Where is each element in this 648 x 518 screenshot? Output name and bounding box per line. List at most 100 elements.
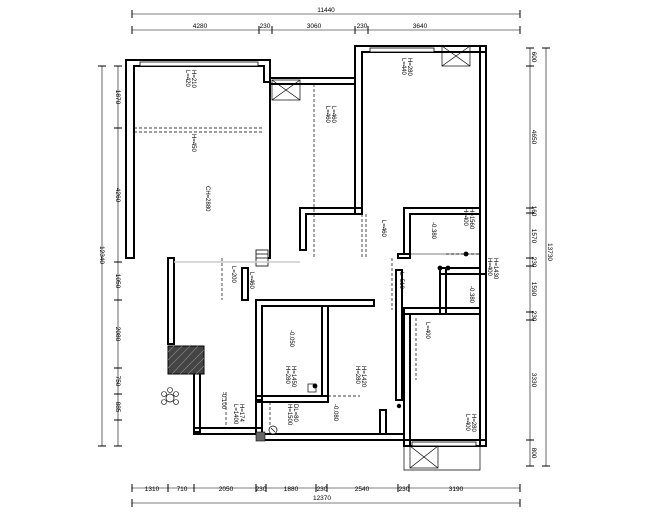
wall-bath2-bottom (403, 307, 481, 315)
label-h1560: H=1560 (468, 208, 474, 230)
wall-bedroom-outer (125, 59, 271, 259)
bottom-seg-3: 2050 (219, 486, 234, 493)
label-h400: H=400 (486, 258, 492, 277)
top-dimension-chain: 11440 4280 230 3060 230 3640 (131, 7, 521, 34)
label-lv-f: -0.100 (220, 392, 226, 410)
right-seg-3: 160 (530, 206, 537, 217)
label-beam-h210: H=210 (190, 70, 196, 89)
left-seg-3: 1050 (114, 274, 121, 289)
left-seg-2: 4260 (114, 188, 121, 203)
wall-right-room-left (403, 313, 411, 447)
wall-bath-stub (397, 253, 411, 259)
left-seg-6: 885 (114, 402, 121, 413)
label-h174: H=174 (238, 404, 244, 423)
bottom-seg-4: 230 (256, 486, 267, 493)
wall-kitchen-stub (241, 267, 249, 301)
label-l460-d: L=460 (248, 272, 254, 290)
label-l400: L=400 (424, 322, 430, 340)
bedroom-window (139, 61, 259, 67)
shaft-top-left (271, 79, 301, 101)
floor-drain-box (255, 431, 266, 442)
bottom-seg-5: 1880 (284, 486, 299, 493)
label-h1500: H=1500 (286, 404, 292, 426)
wall-lav-right (379, 409, 387, 435)
label-l400b: L=400 (464, 414, 470, 432)
right-seg-8: 3330 (530, 373, 537, 388)
label-l510: L=510 (398, 272, 404, 290)
wall-corridor (299, 207, 363, 251)
wall-top-middle (270, 77, 356, 85)
left-dimension-chain: 12340 1870 4260 1050 2080 750 885 (98, 65, 122, 447)
left-seg-1: 1870 (114, 90, 121, 105)
exterior-walls (125, 45, 487, 471)
left-total-label: 12340 (98, 246, 105, 264)
bottom-total-label: 12370 (313, 495, 331, 502)
wall-lav-left (255, 401, 263, 435)
label-l460-c: L=460 (380, 220, 386, 238)
top-seg-3: 3060 (307, 23, 322, 30)
label-h1430: H=1430 (492, 258, 498, 280)
bottom-seg-8: 230 (399, 486, 410, 493)
label-l460-b: L=460 (324, 106, 330, 124)
bottom-dimension-chain: 1310 710 2050 230 1880 230 2540 230 3190… (131, 484, 521, 507)
label-l440: L=440 (400, 58, 406, 76)
label-h1420: H=1420 (360, 366, 366, 388)
label-l460-a: L=460 (330, 106, 336, 124)
bottom-seg-9: 3190 (449, 486, 464, 493)
wall-left-lower (167, 257, 175, 345)
column-hatched (167, 345, 205, 375)
label-lv-c: -0.050 (288, 330, 294, 348)
right-seg-7: 230 (530, 311, 537, 322)
bottom-seg-2: 710 (177, 486, 188, 493)
right-total-label: 13730 (546, 243, 553, 261)
left-seg-5: 750 (114, 376, 121, 387)
shaft-bottom-right (409, 445, 439, 469)
wall-entry-bottom (193, 427, 263, 435)
left-seg-4: 2080 (114, 327, 121, 342)
label-h280: H=280 (406, 58, 412, 77)
label-lv-b: -0.380 (468, 286, 474, 304)
label-l1400: L=1400 (232, 404, 238, 425)
right-seg-6: 1590 (530, 282, 537, 297)
bottom-seg-6: 230 (317, 486, 328, 493)
label-h1560b: H=400 (462, 208, 468, 227)
label-h1420b: H=280 (354, 366, 360, 385)
outlet-dot-3 (445, 265, 451, 271)
wall-top-right-left (354, 45, 487, 215)
master-window (369, 47, 435, 53)
top-seg-4: 230 (357, 23, 368, 30)
top-total-label: 11440 (317, 7, 335, 14)
beam-lines (134, 84, 480, 434)
top-seg-2: 230 (260, 23, 271, 30)
right-seg-5: 230 (530, 257, 537, 268)
label-h1450b: H=280 (284, 366, 290, 385)
right-seg-2: 4650 (530, 130, 537, 145)
wall-middle-right (395, 269, 403, 401)
wall-kitchen-divider (321, 305, 329, 397)
wall-kitchen-bottom (255, 395, 329, 403)
label-dl80: DL=80 (292, 404, 298, 423)
wall-bedroom-right (264, 81, 271, 259)
top-seg-5: 3640 (413, 23, 428, 30)
right-seg-9: 800 (530, 448, 537, 459)
right-dimension-chain: 600 4650 160 1570 230 1590 230 3330 800 … (526, 47, 553, 467)
outlet-box (307, 383, 317, 393)
south-window (411, 441, 477, 447)
wall-right-lower (479, 273, 487, 447)
annotations: H=210 L=420 H=450 CH=2880 L=460 L=460 H=… (184, 58, 498, 433)
bottom-seg-7: 2540 (355, 486, 370, 493)
windows (139, 47, 477, 447)
bottom-seg-1: 1310 (145, 486, 160, 493)
shaft-top-right (441, 45, 471, 67)
balcony-bottom (403, 446, 481, 471)
outlet-dot-5 (396, 403, 402, 409)
label-l200: L=200 (230, 266, 236, 284)
wall-right-upper (479, 45, 487, 275)
label-h1450: H=1450 (290, 366, 296, 388)
right-seg-1: 600 (530, 52, 537, 63)
label-lv-a: -0.380 (430, 222, 436, 240)
top-seg-1: 4280 (193, 23, 208, 30)
right-seg-4: 1570 (530, 229, 537, 244)
shafts (167, 45, 471, 469)
